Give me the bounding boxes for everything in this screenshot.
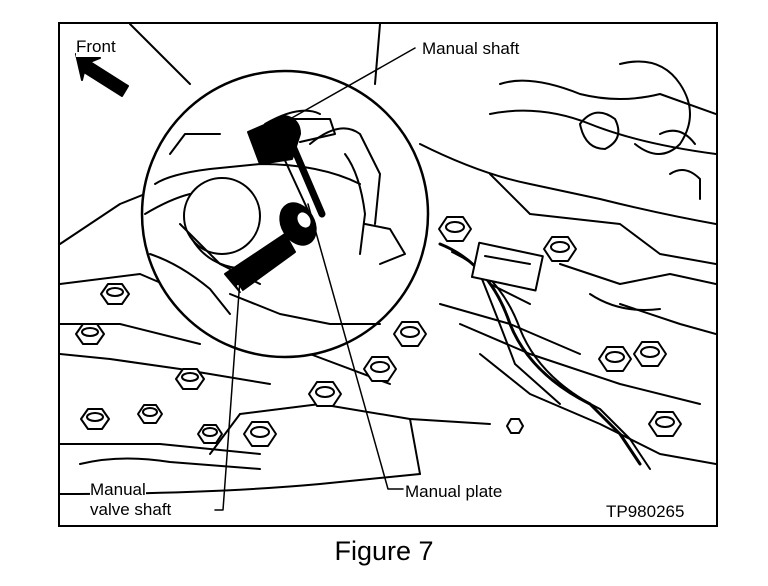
figure-code-label: TP980265 bbox=[606, 502, 685, 522]
manual-valve-shaft-label-line1: Manual bbox=[90, 480, 146, 500]
figure-caption: Figure 7 bbox=[334, 536, 434, 566]
manual-plate-label: Manual plate bbox=[405, 482, 503, 502]
front-arrow-icon bbox=[75, 53, 129, 97]
manual-valve-shaft-label-line2: valve shaft bbox=[90, 500, 172, 520]
transmission-line-art bbox=[60, 24, 716, 511]
figure-frame: Front Manual shaft Manual plate Manual v… bbox=[58, 22, 718, 527]
front-label: Front bbox=[76, 37, 116, 57]
manual-shaft-label: Manual shaft bbox=[422, 39, 520, 59]
